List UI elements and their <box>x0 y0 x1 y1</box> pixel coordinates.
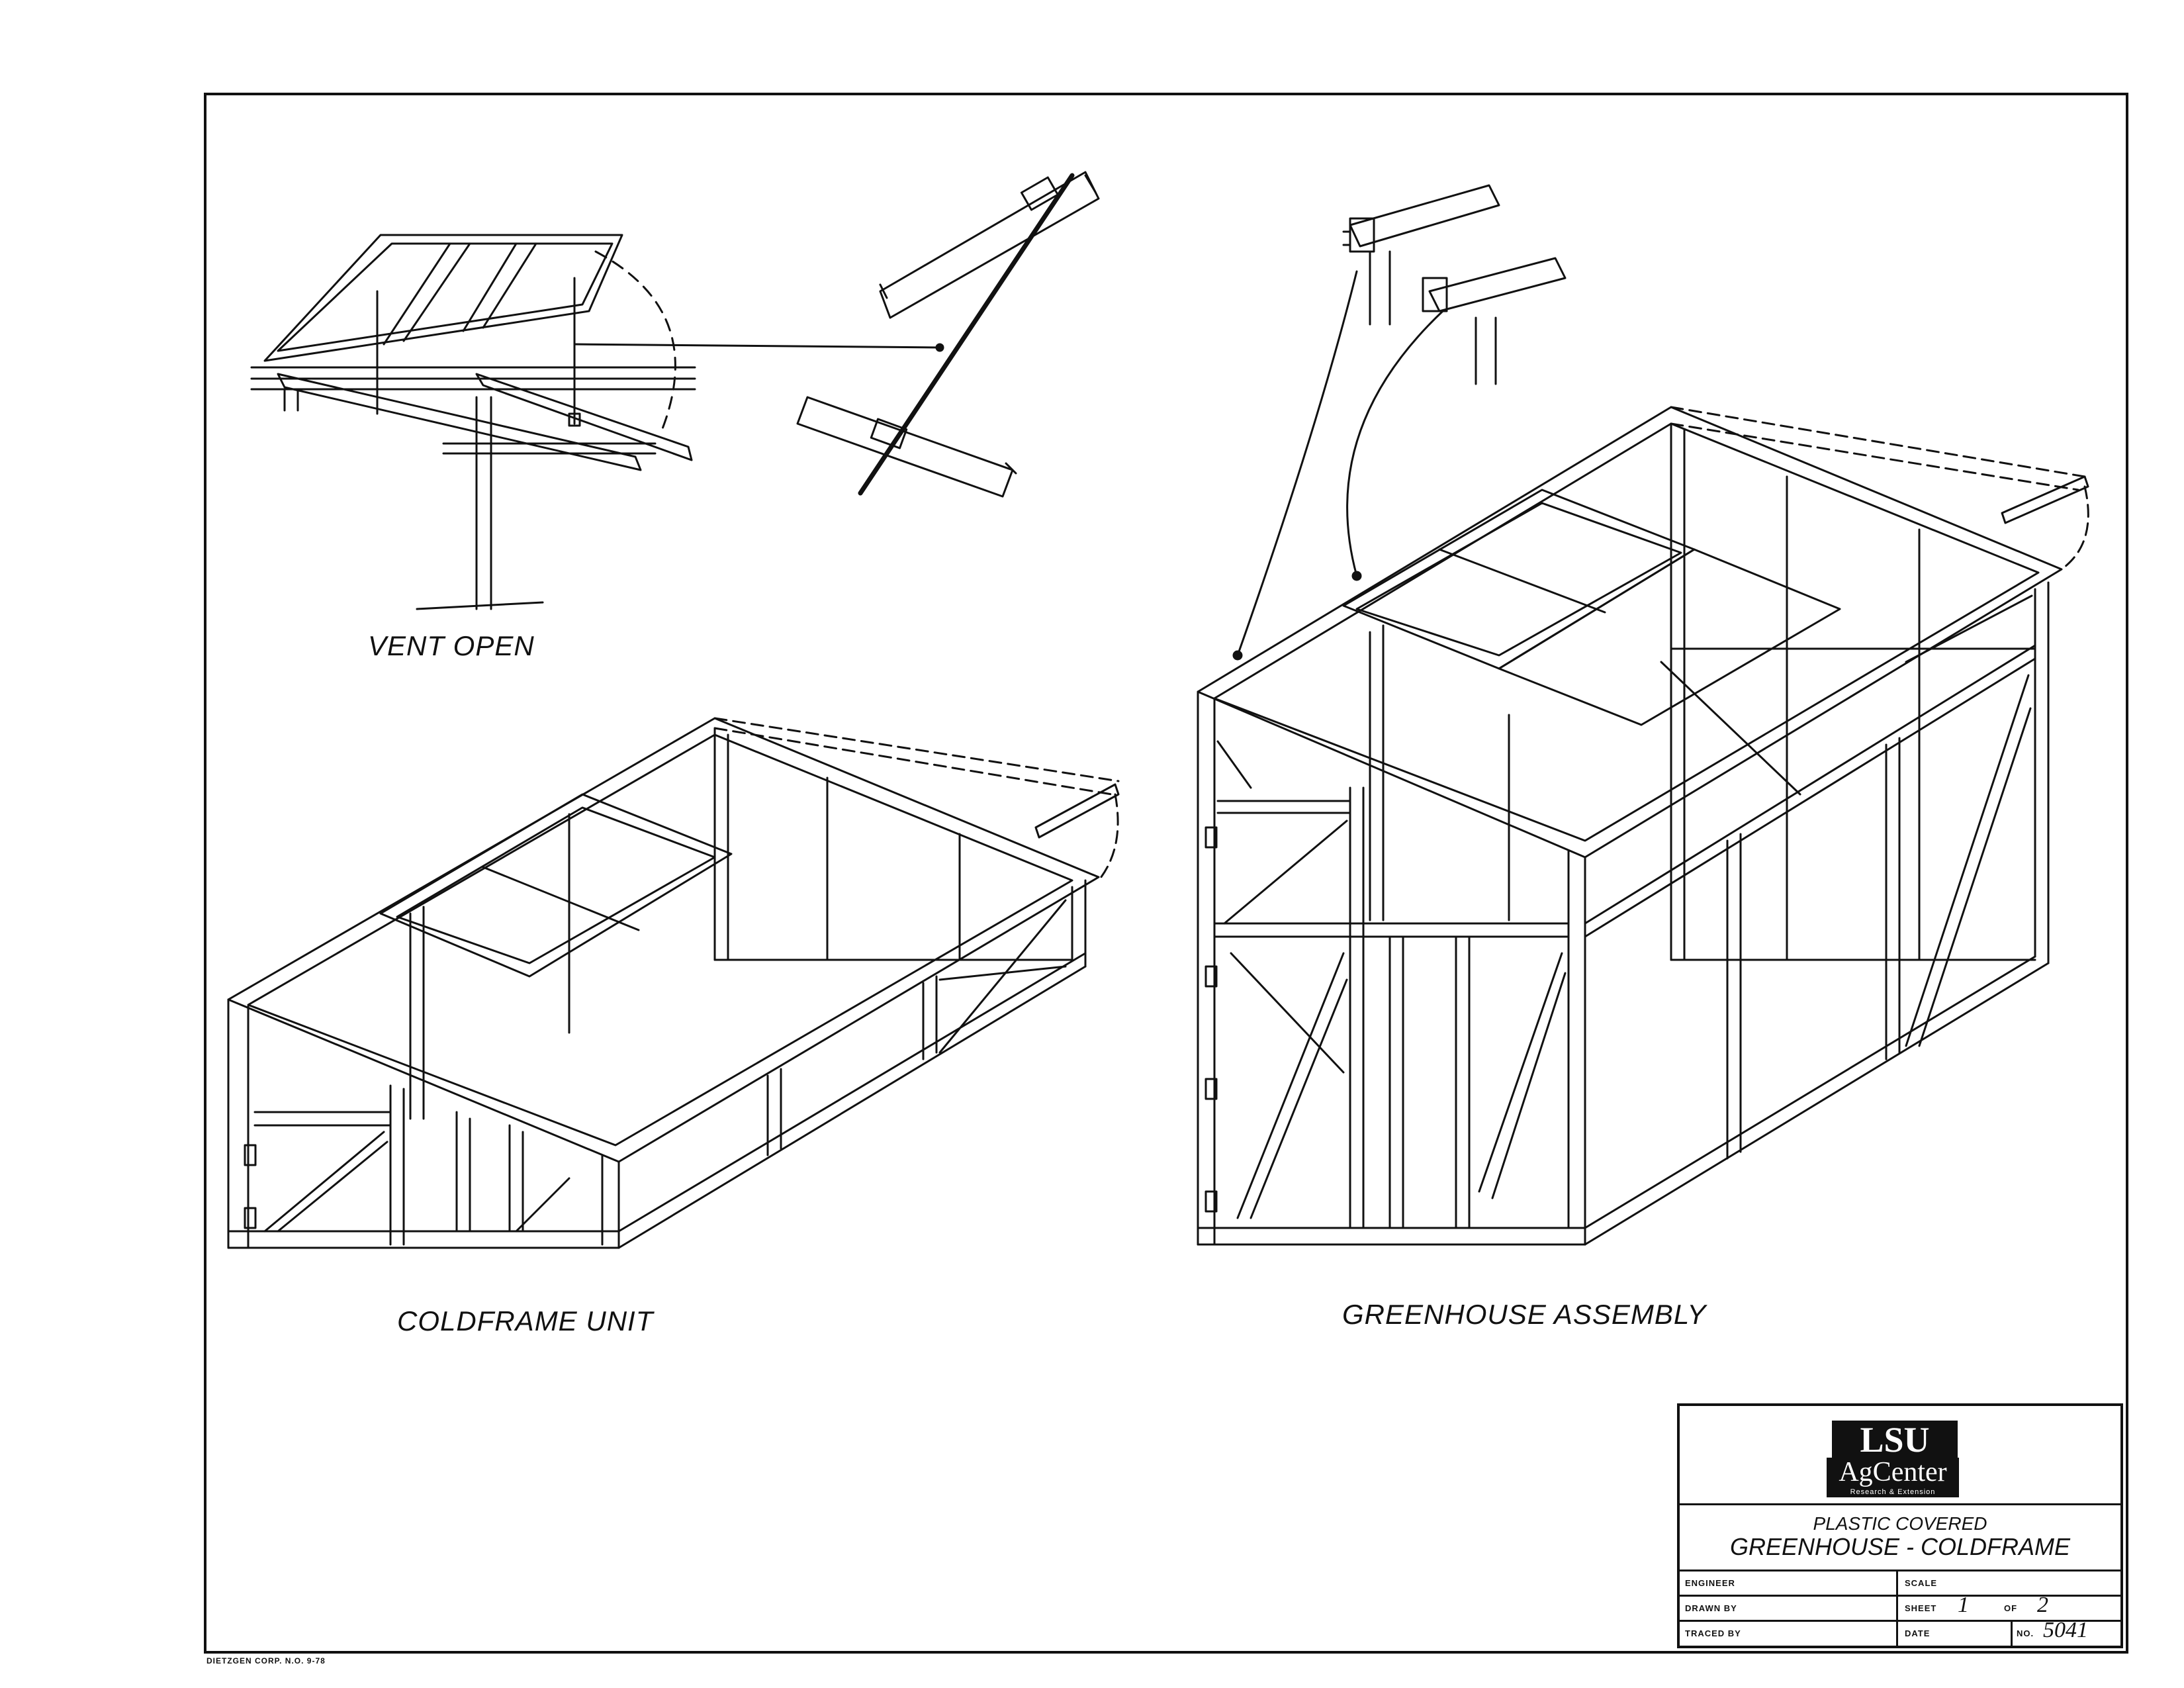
logo-agcenter-text: AgCenter <box>1827 1458 1959 1487</box>
no-label: NO. <box>2017 1628 2034 1638</box>
date-label: DATE <box>1905 1628 1931 1638</box>
sheet-label: SHEET <box>1905 1603 1937 1613</box>
sheet-total: 2 <box>2037 1593 2048 1617</box>
coldframe-unit <box>227 717 1120 1249</box>
vent-open-detail <box>250 234 944 610</box>
title-line-2: GREENHOUSE - COLDFRAME <box>1729 1533 2071 1560</box>
engineer-label: ENGINEER <box>1685 1578 1735 1588</box>
scale-label: SCALE <box>1905 1578 1938 1588</box>
vent-hardware-detail <box>796 171 1100 498</box>
sheet-number: 1 <box>1958 1593 1969 1617</box>
traced-by-cell: TRACED BY <box>1680 1622 1898 1647</box>
coldframe-unit-caption: COLDFRAME UNIT <box>397 1305 654 1336</box>
sheet-border <box>204 93 2128 1654</box>
drawn-by-row: DRAWN BY SHEET 1 OF 2 <box>1680 1593 2120 1622</box>
drawn-by-cell: DRAWN BY <box>1680 1597 1898 1620</box>
drawing-number-box: NO. 5041 <box>2011 1618 2120 1647</box>
traced-by-label: TRACED BY <box>1685 1628 1741 1638</box>
greenhouse-assembly-caption: GREENHOUSE ASSEMBLY <box>1342 1299 1707 1330</box>
title-line-1: PLASTIC COVERED <box>1813 1513 1987 1534</box>
joint-detail <box>1232 184 1567 661</box>
traced-by-row: TRACED BY DATE NO. 5041 <box>1680 1618 2120 1647</box>
paper-manufacturer-mark: DIETZGEN CORP. N.O. 9-78 <box>206 1656 326 1665</box>
title-block-grid: ENGINEER SCALE DRAWN BY SHEET 1 OF 2 TRA… <box>1680 1571 2120 1648</box>
lsu-agcenter-logo: LSU AgCenter Research & Extension <box>1680 1406 2120 1505</box>
drawing-number: 5041 <box>2043 1618 2088 1642</box>
logo-subtitle: Research & Extension <box>1827 1487 1959 1497</box>
vent-open-caption: VENT OPEN <box>368 630 535 661</box>
drawing-title: PLASTIC COVERED GREENHOUSE - COLDFRAME <box>1680 1505 2120 1571</box>
logo-lsu-text: LSU <box>1832 1421 1958 1459</box>
of-label: OF <box>2004 1603 2018 1613</box>
greenhouse-assembly <box>1197 406 2089 1246</box>
engineer-row: ENGINEER SCALE <box>1680 1571 2120 1597</box>
engineer-cell: ENGINEER <box>1680 1571 1898 1595</box>
drawn-by-label: DRAWN BY <box>1685 1603 1737 1613</box>
title-block: LSU AgCenter Research & Extension PLASTI… <box>1677 1403 2123 1648</box>
